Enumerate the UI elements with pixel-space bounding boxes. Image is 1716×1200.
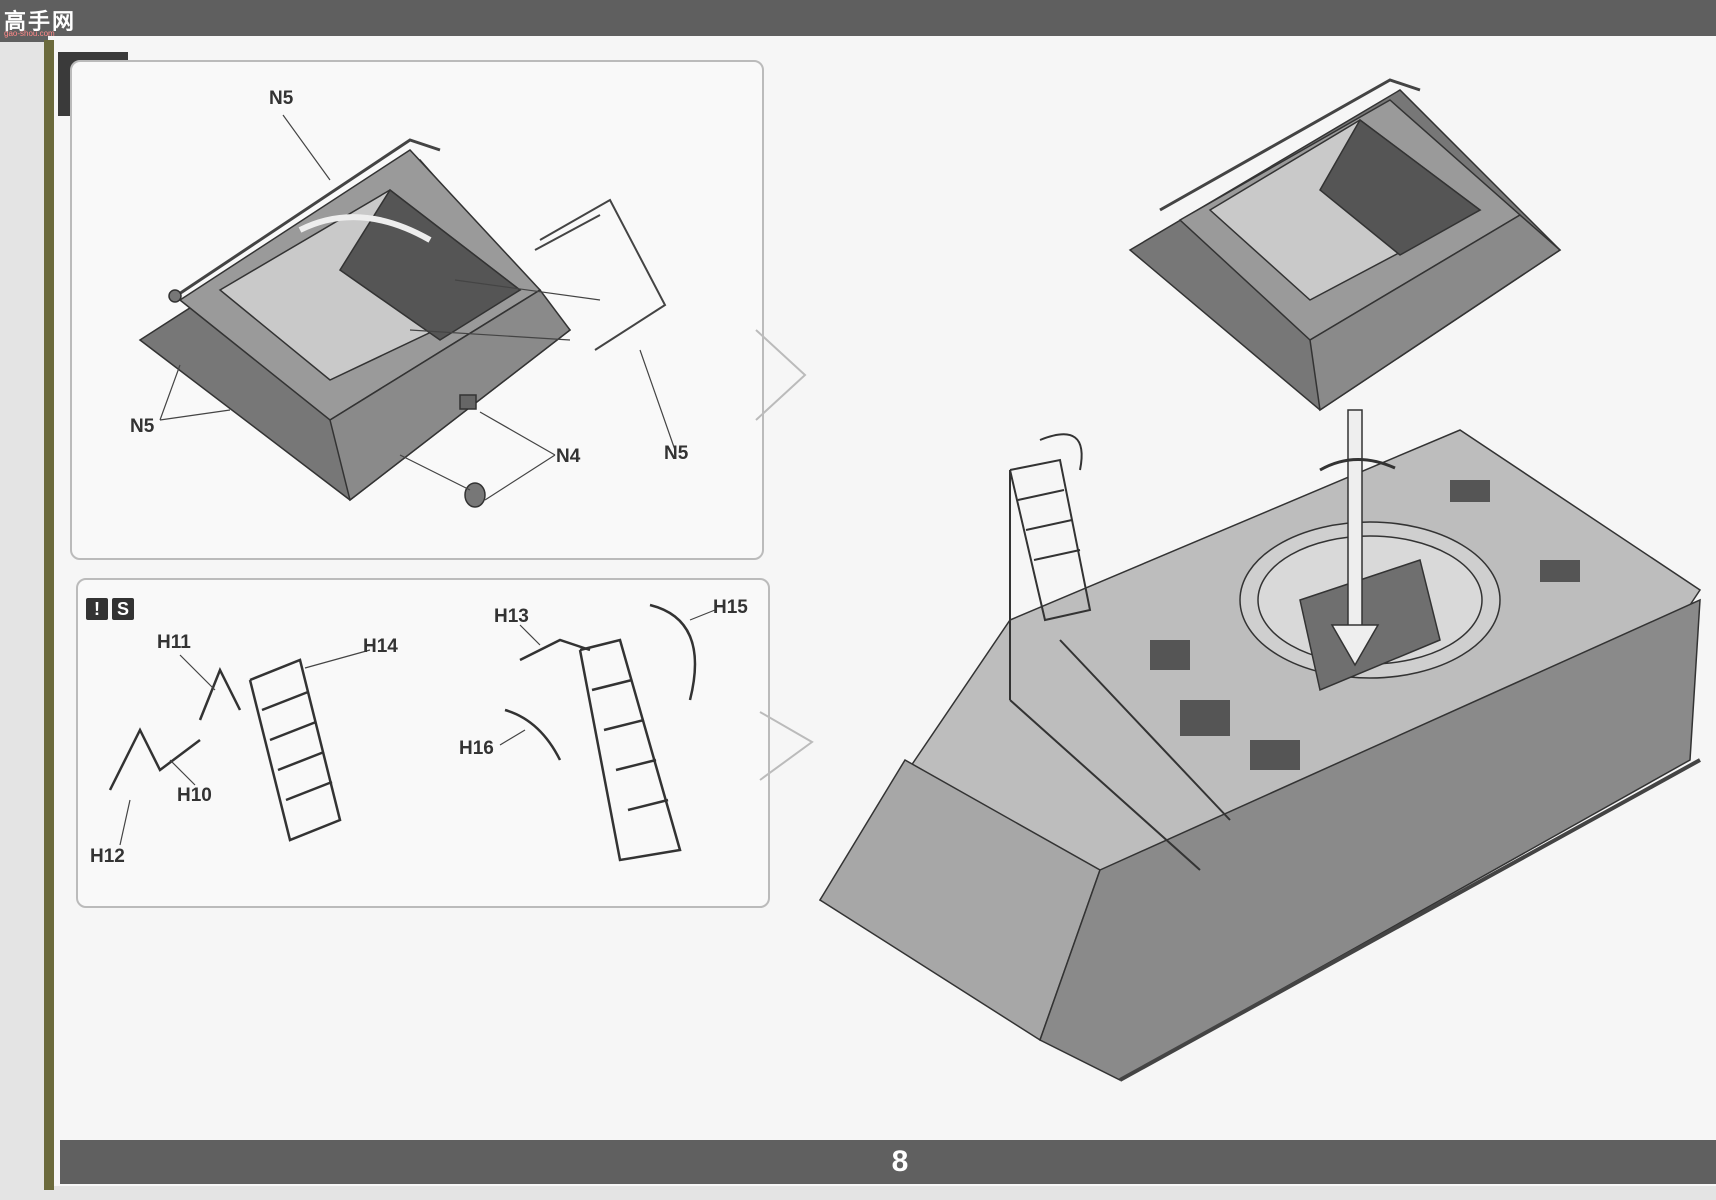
binding-strip	[44, 40, 54, 1190]
hull-ladder	[1009, 433, 1231, 871]
drop-arrow	[1319, 409, 1396, 667]
label-n5-top: N5	[269, 88, 294, 109]
top-bar	[0, 0, 1716, 42]
note-icon: S	[112, 598, 134, 620]
top-leaders	[159, 114, 676, 501]
label-h10: H10	[177, 785, 212, 806]
bottom-leaders	[119, 609, 716, 846]
label-h12: H12	[90, 846, 125, 867]
footer-bar	[60, 1140, 1716, 1184]
label-h14: H14	[363, 636, 398, 657]
ladder-detail-panel	[76, 578, 770, 908]
label-n4: N4	[556, 446, 581, 467]
ladder-parts-left	[108, 658, 342, 842]
label-n5-left: N5	[130, 416, 155, 437]
main-turret	[1128, 78, 1562, 412]
warning-icons: !S	[86, 598, 138, 620]
label-h15: H15	[713, 597, 748, 618]
label-h11: H11	[157, 632, 191, 653]
rail-n5-right	[534, 198, 667, 351]
label-h16: H16	[459, 738, 494, 759]
watermark-domain: gao-shou.com	[4, 29, 55, 38]
panel-connector-top	[755, 329, 807, 421]
page-number: 8	[891, 1145, 909, 1178]
engine-grilles	[1150, 480, 1580, 770]
turret-small	[138, 138, 572, 508]
watermark-text: 高手网	[4, 9, 77, 34]
ladder-parts-right	[504, 603, 697, 862]
watermark-logo: 高手网 gao-shou.com	[4, 4, 84, 38]
panel-connector-bottom	[759, 711, 814, 781]
label-h13: H13	[494, 606, 529, 627]
caution-icon: !	[86, 598, 108, 620]
label-n5-right: N5	[664, 443, 689, 464]
